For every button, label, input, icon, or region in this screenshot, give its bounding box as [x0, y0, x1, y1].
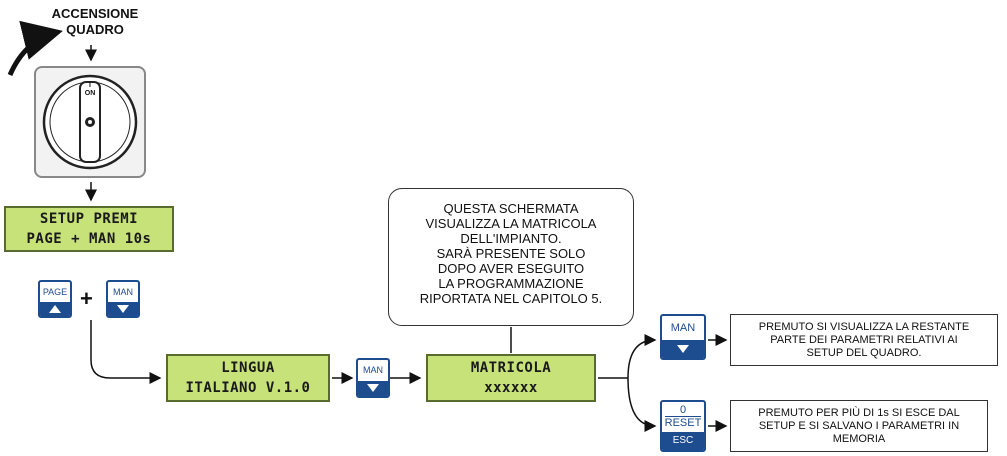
man-button-mid[interactable]: MAN	[356, 358, 390, 398]
note-reset: PREMUTO PER PIÙ DI 1s SI ESCE DAL SETUP …	[730, 400, 988, 452]
switch-icon	[42, 74, 138, 170]
lingua-display: LINGUA ITALIANO V.1.0	[166, 354, 330, 402]
matricola-display: MATRICOLA xxxxxx	[426, 354, 596, 402]
triangle-up-icon	[49, 304, 61, 313]
switch-label: I ON	[84, 82, 96, 97]
callout-bubble: QUESTA SCHERMATA VISUALIZZA LA MATRICOLA…	[388, 188, 634, 326]
triangle-down-icon	[117, 304, 129, 313]
page-button[interactable]: PAGE	[38, 280, 72, 318]
setup-display: SETUP PREMI PAGE + MAN 10s	[4, 206, 174, 252]
header-title: ACCENSIONE QUADRO	[51, 6, 139, 37]
triangle-down-icon	[677, 345, 689, 354]
branch-up	[627, 334, 657, 379]
rotary-switch[interactable]: I ON	[34, 66, 146, 178]
plus-sign: +	[80, 286, 93, 311]
reset-esc-button[interactable]: 0 RESET ESC	[660, 400, 706, 452]
man-button-top[interactable]: MAN	[106, 280, 140, 318]
branch-down	[627, 377, 657, 432]
arrow-to-lingua	[90, 320, 162, 384]
rotate-arrow	[7, 20, 63, 77]
note-man: PREMUTO SI VISUALIZZA LA RESTANTE PARTE …	[730, 314, 998, 366]
man-button-right[interactable]: MAN	[660, 314, 706, 360]
triangle-down-icon	[367, 384, 379, 393]
